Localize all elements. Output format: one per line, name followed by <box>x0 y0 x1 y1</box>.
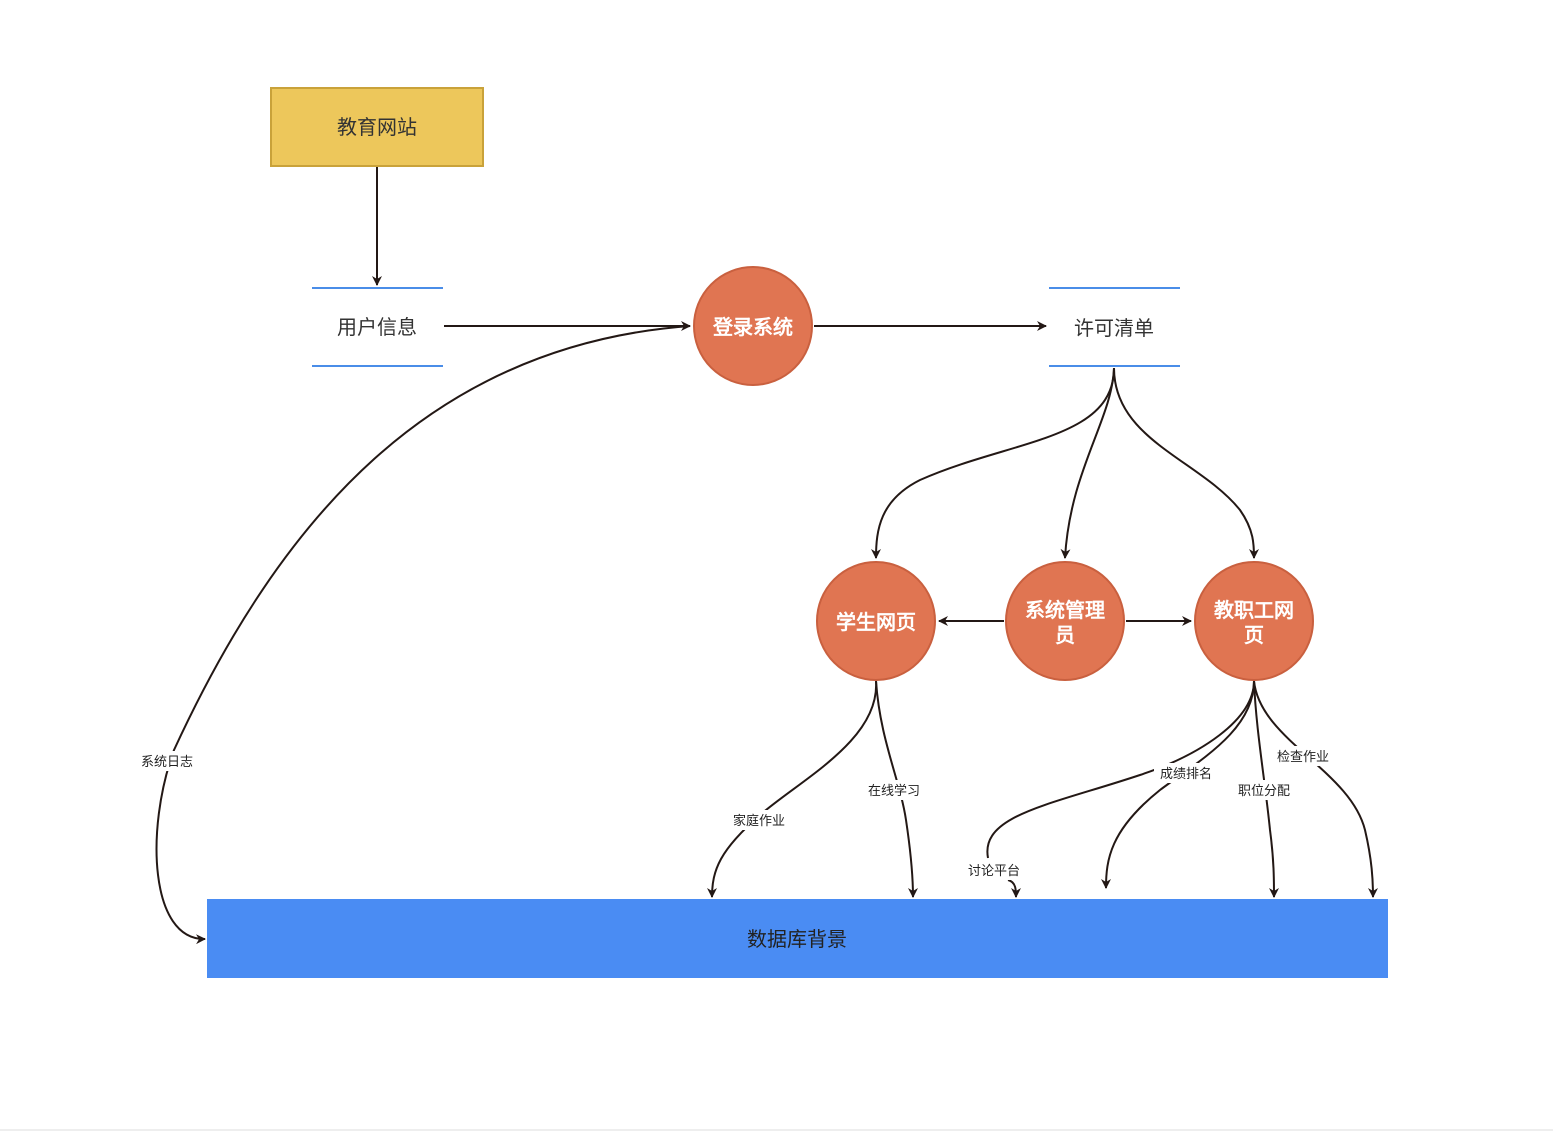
node-permission[interactable]: 许可清单 <box>1049 287 1180 367</box>
node-source-label: 教育网站 <box>337 115 417 139</box>
edges <box>155 167 1378 945</box>
node-source[interactable]: 教育网站 <box>270 87 484 167</box>
edge-online-study[interactable] <box>875 680 918 898</box>
edge-discussion[interactable] <box>986 680 1255 897</box>
edge-permission-to-admin[interactable] <box>1060 367 1115 559</box>
node-student[interactable]: 学生网页 <box>816 561 936 681</box>
node-staff[interactable]: 教职工网 页 <box>1194 561 1314 681</box>
node-admin-label-line2: 员 <box>1055 623 1075 647</box>
edge-label-check-homework: 检查作业 <box>1277 750 1329 765</box>
node-staff-label-line1: 教职工网 <box>1214 598 1294 622</box>
edge-permission-to-staff[interactable] <box>1113 367 1259 559</box>
bottom-divider <box>0 1129 1553 1131</box>
node-user-info-label: 用户信息 <box>337 315 417 339</box>
edge-position-assign[interactable] <box>1253 680 1279 898</box>
node-database[interactable]: 数据库背景 <box>207 899 1388 978</box>
node-staff-label-line2: 页 <box>1244 623 1264 647</box>
edge-label-position-assign: 职位分配 <box>1238 784 1290 799</box>
node-admin-label-line1: 系统管理 <box>1025 598 1105 622</box>
node-database-label: 数据库背景 <box>747 927 847 951</box>
edge-label-system-log: 系统日志 <box>141 755 193 770</box>
node-permission-label: 许可清单 <box>1074 316 1154 340</box>
node-student-label: 学生网页 <box>836 610 916 634</box>
edge-label-online-study: 在线学习 <box>868 783 920 799</box>
edge-label-grade-rank: 成绩排名 <box>1160 766 1212 782</box>
edge-labels: 系统日志 家庭作业 在线学习 讨论平台 成绩排名 职位分配 检查作业 <box>136 746 1335 880</box>
edge-label-discussion: 讨论平台 <box>968 864 1020 879</box>
node-user-info[interactable]: 用户信息 <box>312 287 443 367</box>
node-admin[interactable]: 系统管理 员 <box>1005 561 1125 681</box>
node-login-label: 登录系统 <box>712 315 793 339</box>
edge-check-homework[interactable] <box>1253 680 1378 898</box>
node-login[interactable]: 登录系统 <box>693 266 813 386</box>
edge-permission-to-student[interactable] <box>871 367 1115 559</box>
edge-label-homework: 家庭作业 <box>733 813 785 829</box>
edge-homework[interactable] <box>707 680 878 898</box>
edge-grade-rank[interactable] <box>1101 680 1255 889</box>
edge-system-log[interactable] <box>155 325 691 945</box>
